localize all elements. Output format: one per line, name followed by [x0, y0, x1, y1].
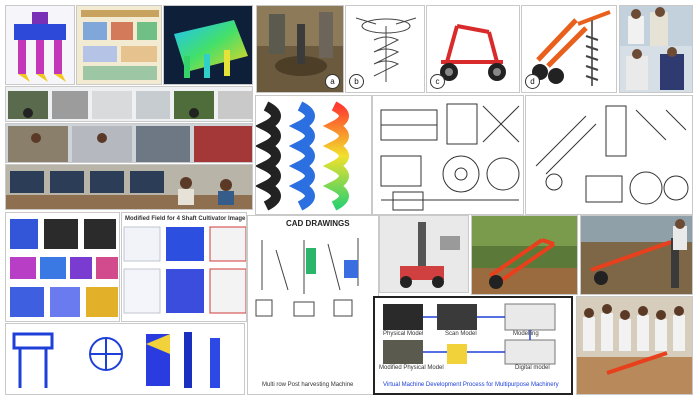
cad-heading: CAD DRAWINGS	[286, 219, 350, 228]
technical-drawings-right	[525, 95, 693, 215]
technical-drawings-left	[372, 95, 524, 215]
flow-label-modified-physical-model: Modified Physical Model	[379, 365, 444, 371]
field-auger-photo-a: a	[256, 5, 344, 93]
auger-sketch-b: b	[345, 5, 425, 93]
fea-stress-analysis-green	[163, 5, 253, 85]
virtual-machine-development-process: Physical Model Scan Model Modelling Modi…	[373, 296, 573, 395]
badge-c: c	[430, 74, 445, 89]
fea-analysis-blue-row	[5, 323, 245, 395]
cad-colored-implement-model	[5, 5, 75, 85]
cad-drawings-panel: CAD DRAWINGS Multi row Post harvesting M…	[247, 215, 379, 395]
flow-label-modelling: Modelling	[513, 331, 539, 337]
bottom-caption: Virtual Machine Development Process for …	[383, 382, 559, 388]
flow-label-digital-model: Digital model	[515, 365, 550, 371]
workshop-photos	[5, 123, 253, 163]
tractor-attachment-photos	[5, 86, 253, 122]
auger-machine-field-photo-1	[471, 215, 578, 295]
flow-label-physical-model: Physical Model	[383, 331, 424, 337]
badge-b: b	[349, 74, 364, 89]
auger-machine-field-photo-2	[580, 215, 693, 295]
students-field-demo-photo	[576, 296, 693, 395]
design-poster	[76, 5, 162, 85]
auger-fea-renders	[255, 95, 372, 215]
cultivator-design-board: Modified Field for 4 Shaft Cultivator Im…	[121, 212, 247, 322]
cultivator-analysis-board	[5, 212, 120, 322]
badge-d: d	[525, 74, 540, 89]
computer-lab-photos	[5, 164, 253, 210]
machine-model-photo	[379, 215, 469, 293]
flow-label-scan-model: Scan Model	[445, 331, 477, 337]
orange-auger-machine-model-d: d	[521, 5, 617, 93]
table-caption: Modified Field for 4 Shaft Cultivator Im…	[125, 216, 246, 222]
plot-title: Multi row Post harvesting Machine	[262, 382, 354, 388]
people-photo-top-right	[619, 5, 693, 93]
red-trolley-model-c: c	[426, 5, 520, 93]
badge-a: a	[325, 74, 340, 89]
